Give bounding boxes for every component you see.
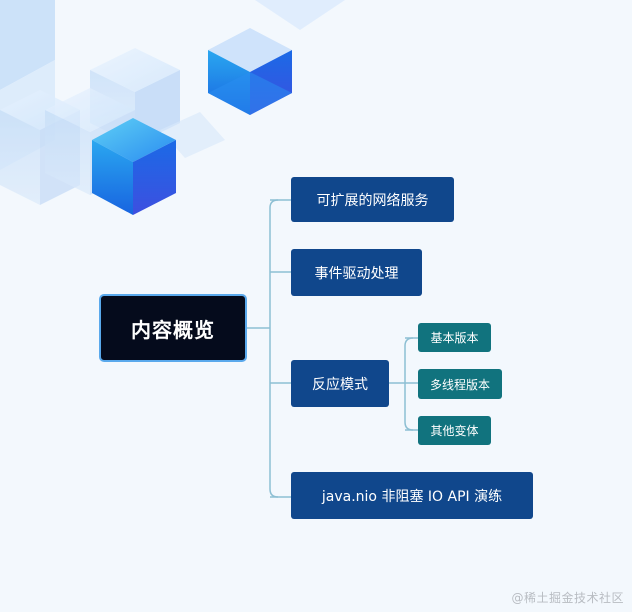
- sub-branch-multithreaded-version[interactable]: 多线程版本: [418, 369, 502, 399]
- mindmap-connectors: [247, 199, 418, 498]
- cube-blue-upper: [208, 28, 292, 115]
- branch-java-nio-demo[interactable]: java.nio 非阻塞 IO API 演练: [291, 472, 533, 519]
- cube-faint-top: [255, 0, 345, 30]
- cube-blue-main: [92, 118, 176, 215]
- cube-faint-right: [160, 112, 225, 158]
- cube-faint-left: [0, 90, 80, 205]
- branch-event-driven-processing[interactable]: 事件驱动处理: [291, 249, 422, 296]
- branch-scalable-network-services[interactable]: 可扩展的网络服务: [291, 177, 454, 222]
- watermark: @稀土掘金技术社区: [511, 591, 624, 605]
- sub-branch-other-variants[interactable]: 其他变体: [418, 416, 491, 445]
- sub-branch-basic-version[interactable]: 基本版本: [418, 323, 491, 352]
- branch-reactor-pattern[interactable]: 反应模式: [291, 360, 389, 407]
- mindmap-root-node[interactable]: 内容概览: [99, 294, 247, 362]
